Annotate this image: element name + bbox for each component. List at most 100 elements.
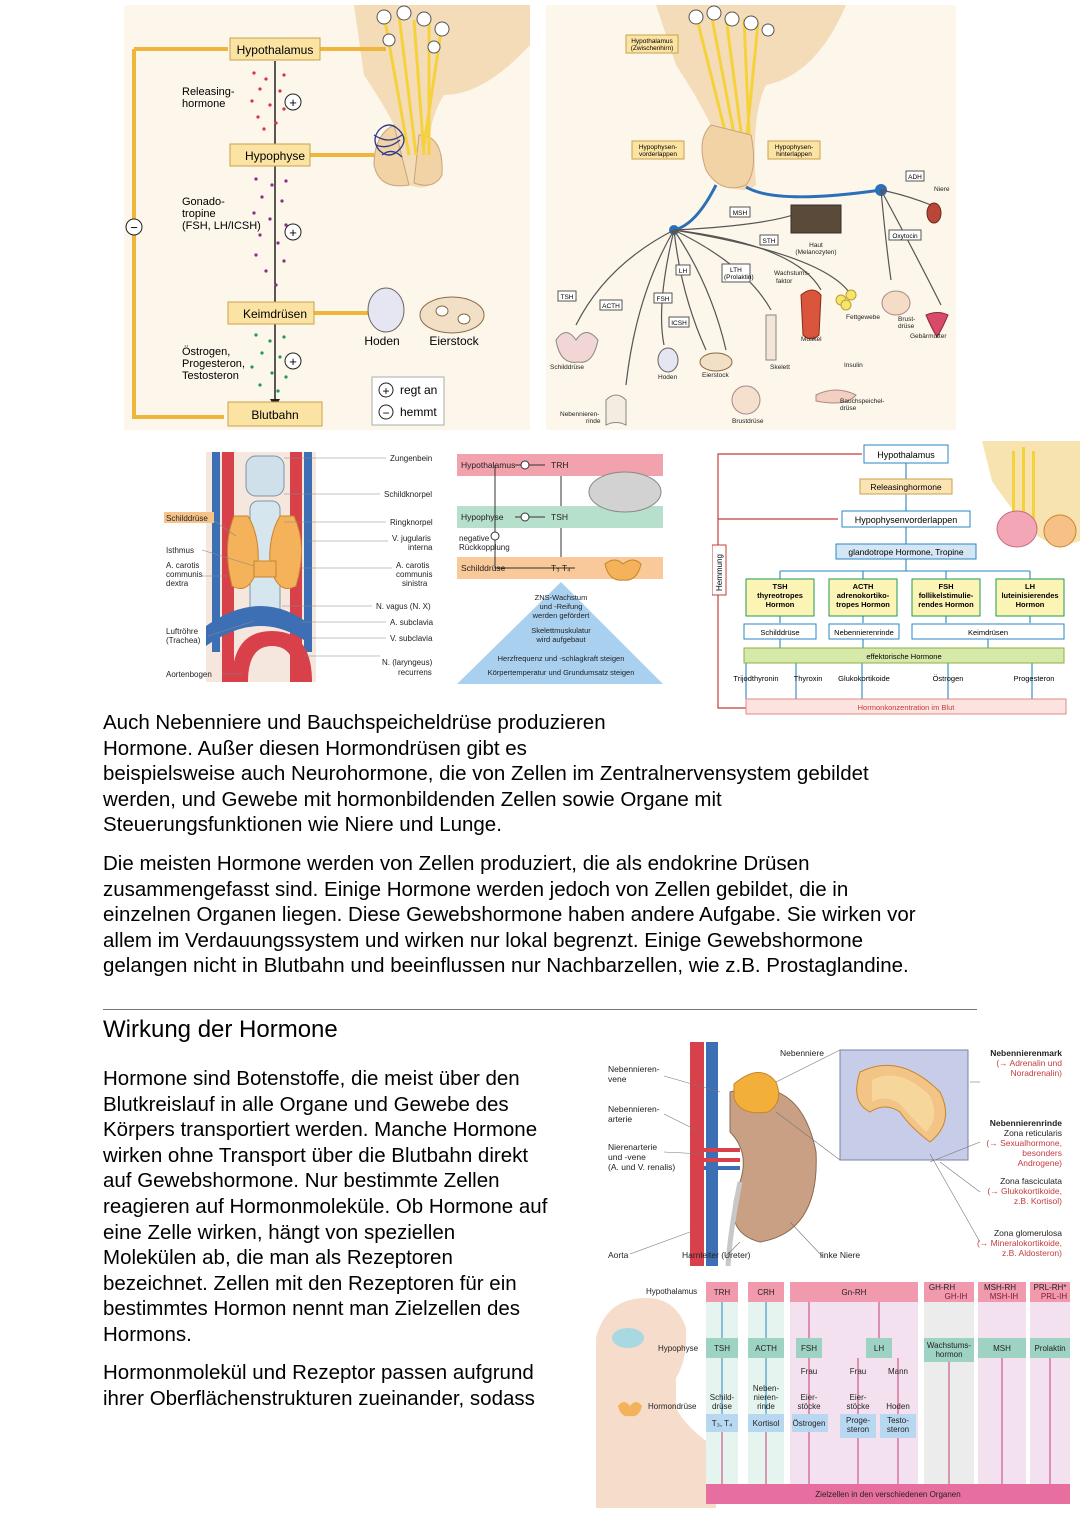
adr-left-7: (A. und V. renalis) <box>608 1162 675 1172</box>
section-divider <box>103 1009 977 1010</box>
label-acarotis-d-2: communis <box>166 570 202 579</box>
target-nnr-2: rinde <box>586 418 601 425</box>
flow-box-acth-1: ACTH <box>853 582 874 591</box>
tbl-sub-mann: Mann <box>888 1367 908 1376</box>
target-brust-2: drüse <box>898 323 915 330</box>
tbl-bottom: Zielzellen in den verschiedenen Organen <box>815 1490 960 1499</box>
fb-effect-4: Skelettmuskulatur <box>531 626 591 635</box>
fig1-eierstock: Eierstock <box>429 334 479 348</box>
flow-konzentration: Hormonkonzentration im Blut <box>858 703 956 712</box>
p2-line: zusammengefasst sind. Einige Hormone wer… <box>103 877 849 901</box>
tbl-top-ghih: GH-IH <box>945 1292 968 1301</box>
fb-effect-3: werden gefördert <box>532 611 591 620</box>
target-brust-1: Brust- <box>898 316 915 323</box>
fig2-hinterlappen-2: hinterlappen <box>776 151 812 158</box>
flow-gland-schilddruese: Schilddrüse <box>760 628 799 637</box>
tbl-side-hormondruese: Hormondrüse <box>648 1402 697 1411</box>
p1-line: werden, und Gewebe mit hormonbildenden Z… <box>103 787 722 811</box>
fb-effect-2: und -Reifung <box>540 602 583 611</box>
fig1-hormone-2: Progesteron, <box>182 358 245 370</box>
flow-eff-gluko: Glukokortikoide <box>838 674 890 683</box>
p3-line: bezeichnet. Zellen mit den Rezeptoren fü… <box>103 1271 517 1295</box>
tbl-top-prlih: PRL-IH <box>1041 1292 1067 1301</box>
figure-adrenal-gland: Nebennieren- vene Nebennieren- arterie N… <box>600 1042 1072 1266</box>
p3-line: Molekülen ab, die man als Rezeptoren <box>103 1246 453 1270</box>
tbl-prod-proge-2: steron <box>847 1425 869 1434</box>
p3-line: Hormone sind Botenstoffe, die meist über… <box>103 1067 520 1090</box>
p1-line: beispielsweise auch Neurohormone, die vo… <box>103 762 869 786</box>
p4-line: ihrer Oberflächenstrukturen zueinander, … <box>103 1386 535 1410</box>
target-nnr-1: Nebennieren- <box>560 411 599 418</box>
adr-right-2: Noradrenalin) <box>1011 1068 1063 1078</box>
plus-icon: + <box>289 95 297 110</box>
tbl-gland-eier-3: Eier- <box>850 1393 867 1402</box>
flow-box-tsh-1: TSH <box>773 582 788 591</box>
tbl-gland-nnr-1: Neben- <box>753 1384 780 1393</box>
fig2-vorderlappen-2: vorderlappen <box>639 151 677 158</box>
tbl-mid-lh: LH <box>874 1344 884 1353</box>
adr-rinde: Nebennierenrinde <box>990 1118 1063 1128</box>
flow-box-tsh-2: thyreotropes <box>757 591 803 600</box>
label-acarotis-d-1: A. carotis <box>166 561 199 570</box>
adr-harnleiter: Harnleiter (Ureter) <box>682 1250 751 1260</box>
flow-hypothalamus: Hypothalamus <box>877 450 935 460</box>
flow-box-fsh-3: rendes Hormon <box>918 600 974 609</box>
adr-right-6: Androgene) <box>1018 1158 1063 1168</box>
tbl-top-gnrh: Gn-RH <box>842 1288 867 1297</box>
fig1-gonado-1: Gonado- <box>182 196 225 208</box>
legend-minus-icon: − <box>382 406 389 420</box>
flow-hemmung: Hemmung <box>715 554 724 591</box>
fig1-hoden: Hoden <box>364 334 399 348</box>
target-fettgewebe: Fettgewebe <box>846 314 880 321</box>
fig1-releasing-2: hormone <box>182 98 225 110</box>
tag-msh: MSH <box>733 210 748 217</box>
plus-icon: + <box>289 225 297 240</box>
tbl-side-hypothalamus: Hypothalamus <box>646 1287 697 1296</box>
label-luftroehre-1: Luftröhre <box>166 627 199 636</box>
adr-nebenniere: Nebenniere <box>780 1048 824 1058</box>
tbl-mid-wachstum-1: Wachstums- <box>927 1341 971 1350</box>
figure-hormone-hierarchy: Hemmung Hypothalamus Releasinghormone Hy… <box>712 441 1080 716</box>
tag-acth: ACTH <box>602 303 620 310</box>
target-haut: Haut <box>809 242 823 249</box>
adr-mark: Nebennierenmark <box>990 1048 1062 1058</box>
target-wachstum-1: Wachstums- <box>774 270 810 277</box>
tag-lth: LTH <box>730 267 742 274</box>
flow-vorderlappen: Hypophysenvorderlappen <box>855 515 958 525</box>
fig2-hinterlappen-1: Hypophysen- <box>775 144 813 151</box>
figure-thyroid-anatomy: Zungenbein Schildknorpel Ringknorpel V. … <box>162 446 444 686</box>
tbl-gland-eier-4: stöcke <box>846 1402 870 1411</box>
tag-tsh: TSH <box>561 294 574 301</box>
p2-line: allem im Verdauungssystem und wirken nur… <box>103 928 864 952</box>
flow-eff-thyroxin: Thyroxin <box>794 674 823 683</box>
target-brustdruese: Brustdrüse <box>732 418 764 425</box>
figure-hormone-table: Hypothalamus Hypophyse Hormondrüse TRH C… <box>596 1278 1072 1508</box>
fb-feedback-2: Rückkopplung <box>459 543 510 552</box>
p3-line: reagieren auf Hormonmoleküle. Ob Hormone… <box>103 1194 548 1218</box>
target-eierstock: Eierstock <box>702 372 729 379</box>
minus-icon: − <box>130 220 138 235</box>
tbl-prod-kortisol: Kortisol <box>753 1419 780 1428</box>
tag-oxytocin: Oxytocin <box>892 233 918 240</box>
tag-fsh: FSH <box>657 296 670 303</box>
flow-box-acth-2: adrenokortiko- <box>837 591 890 600</box>
legend-regt-an: regt an <box>400 383 437 397</box>
p3-line: Körpers transportiert werden. Manche Hor… <box>103 1118 538 1142</box>
tag-lh: LH <box>679 268 688 275</box>
paragraph-1: Auch Nebenniere und Bauchspeicheldrüse p… <box>103 710 869 838</box>
adr-right-11: (→ Mineralokortikoide, <box>977 1238 1062 1248</box>
target-bauch-2: drüse <box>840 405 857 412</box>
flow-gland-keimdruesen: Keimdrüsen <box>968 628 1008 637</box>
adr-right-3: Zona reticularis <box>1004 1128 1062 1138</box>
target-niere: Niere <box>934 186 950 193</box>
p1-line: Hormone. Außer diesen Hormondrüsen gibt … <box>103 736 527 760</box>
fig1-blutbahn: Blutbahn <box>251 408 298 422</box>
tbl-gland-nnr-3: rinde <box>757 1402 775 1411</box>
fig2-hypothalamus-1: Hypothalamus <box>631 38 673 45</box>
p1-line: Auch Nebenniere und Bauchspeicheldrüse p… <box>103 711 606 734</box>
label-vjugularis-1: V. jugularis <box>392 534 431 543</box>
flow-box-lh-1: LH <box>1025 582 1035 591</box>
adr-right-4: (→ Sexualhormone, <box>986 1138 1062 1148</box>
fb-effect-5: wird aufgebaut <box>535 635 586 644</box>
label-schildknorpel: Schildknorpel <box>384 490 432 499</box>
